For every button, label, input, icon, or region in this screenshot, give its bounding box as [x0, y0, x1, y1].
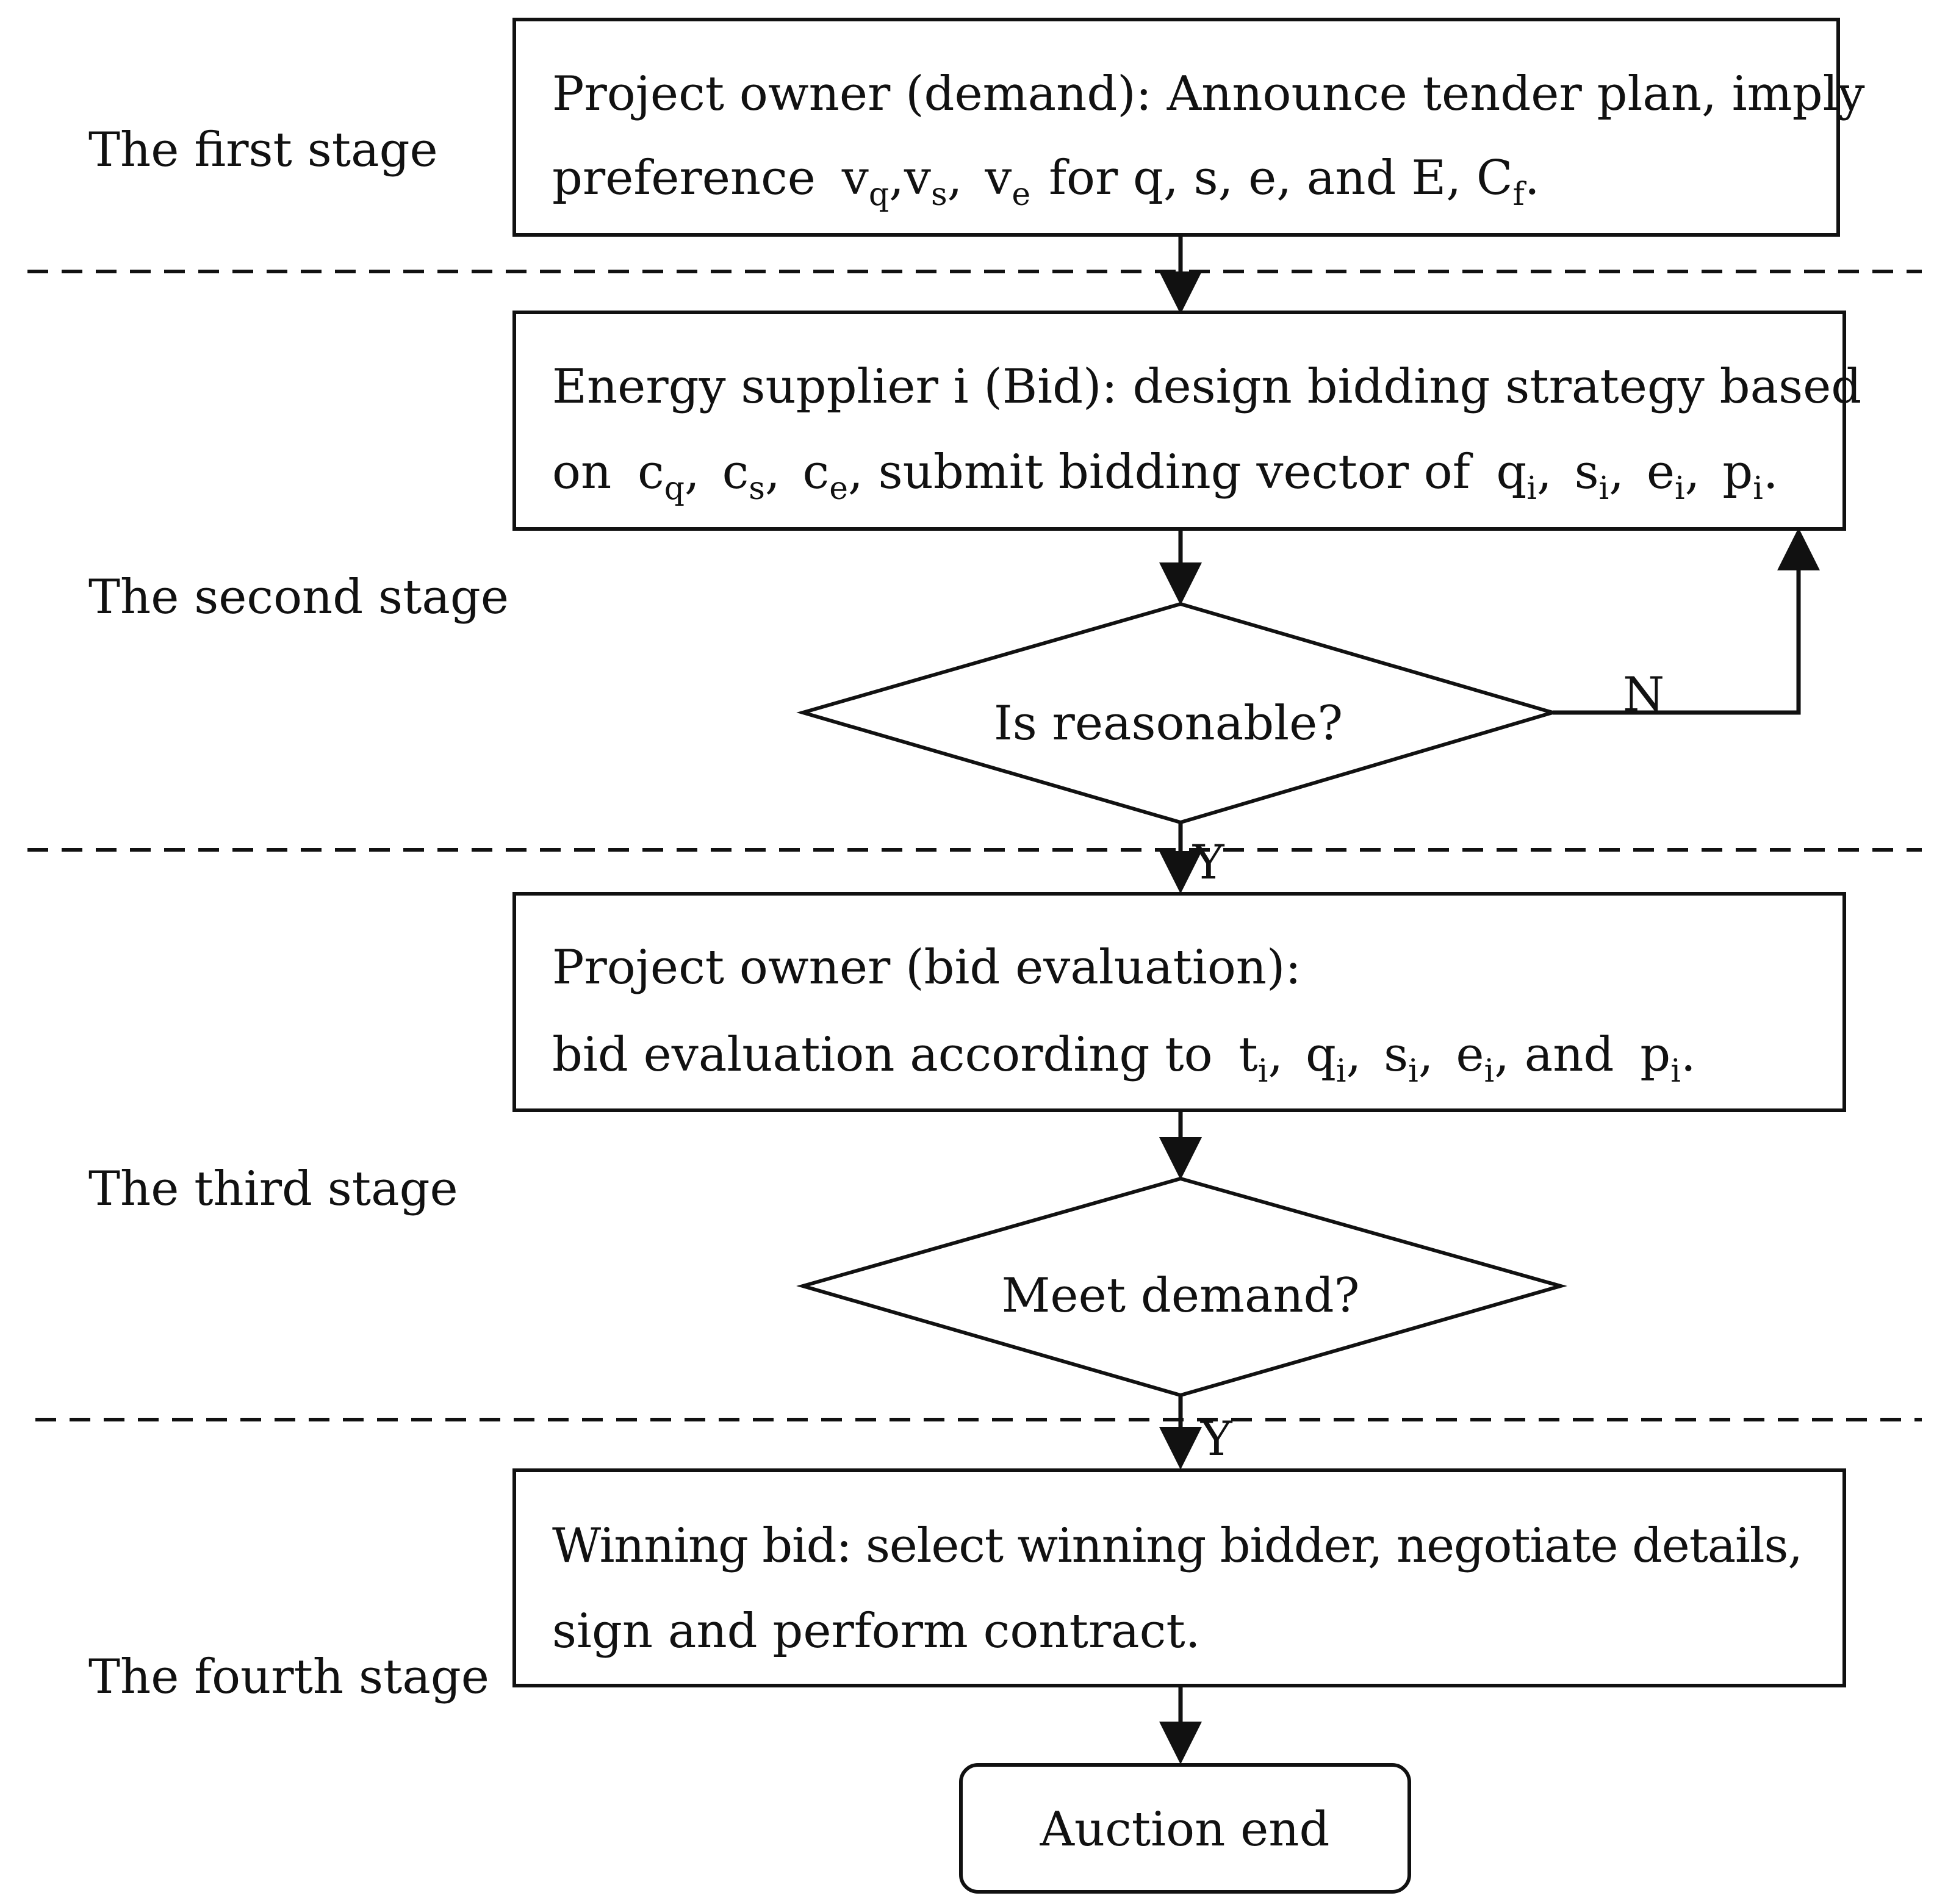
- auction-end-label: Auction end: [1040, 1802, 1330, 1857]
- demand-announcement-box: [512, 18, 1840, 237]
- stage-label-fourth: The fourth stage: [88, 1650, 489, 1705]
- stage-label-third: The third stage: [88, 1162, 458, 1216]
- yes-branch-label-1: Y: [1192, 835, 1225, 890]
- yes-branch-label-2: Y: [1200, 1412, 1233, 1467]
- bid-evaluation-box: [512, 892, 1846, 1112]
- winning-box-line-2: sign and perform contract.: [552, 1604, 1200, 1659]
- no-branch-label: N: [1623, 667, 1664, 722]
- stage-label-second: The second stage: [88, 570, 509, 625]
- arrow-no-back-to-bid: [1553, 528, 1820, 715]
- winning-box-line-1: Winning bid: select winning bidder, nego…: [552, 1518, 1803, 1573]
- stage-label-first: The first stage: [88, 123, 438, 178]
- demand-box-line-1: Project owner (demand): Announce tender …: [552, 66, 1865, 121]
- bid-box-line-2: on cq, cs, ce, submit bidding vector of …: [552, 445, 1778, 507]
- evaluation-box-line-2: bid evaluation according to ti, qi, si, …: [552, 1027, 1696, 1090]
- evaluation-box-line-1: Project owner (bid evaluation):: [552, 940, 1301, 995]
- bid-submission-box: [512, 311, 1846, 531]
- meet-demand-decision-label: Meet demand?: [1002, 1268, 1360, 1323]
- winning-bid-box: [512, 1468, 1846, 1687]
- bid-box-line-1: Energy supplier i (Bid): design bidding …: [552, 359, 1861, 414]
- auction-end-node: [959, 1763, 1411, 1894]
- reasonable-decision-label: Is reasonable?: [994, 696, 1343, 751]
